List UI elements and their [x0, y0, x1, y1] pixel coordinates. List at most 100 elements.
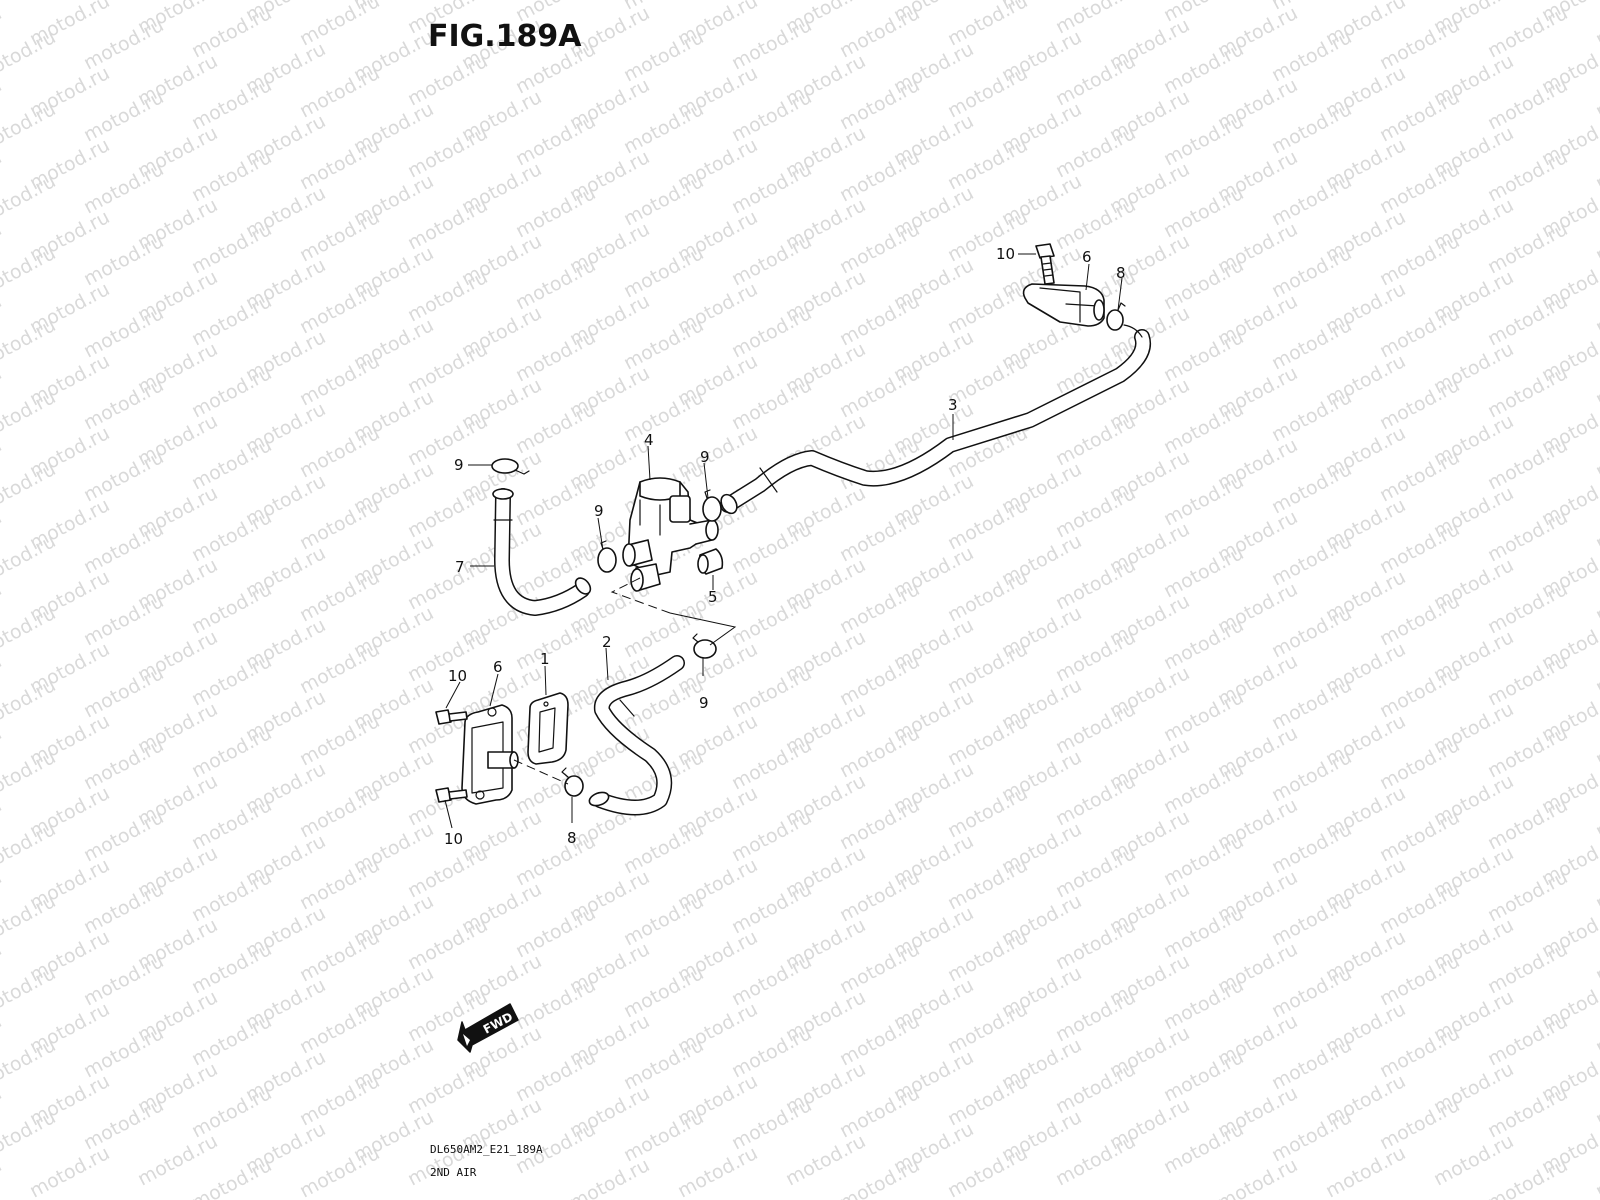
watermark-text: motod.ru: [1484, 1082, 1571, 1142]
part-3-hose[interactable]: [718, 324, 1151, 516]
watermark-text: motod.ru: [944, 854, 1031, 914]
watermark-text: motod.ru: [836, 362, 923, 422]
watermark-text: motod.ru: [836, 74, 923, 134]
callout-3: 3: [948, 396, 958, 414]
part-8-clamp-bottom[interactable]: [561, 767, 584, 797]
watermark-text: motod.ru: [836, 2, 923, 62]
watermark-text: motod.ru: [728, 590, 815, 650]
watermark-text: motod.ru: [1268, 1034, 1355, 1094]
callout-5: 5: [708, 588, 718, 606]
watermark-text: motod.ru: [728, 734, 815, 794]
watermark-text: motod.ru: [836, 866, 923, 926]
watermark-text: motod.ru: [1160, 110, 1247, 170]
watermark-text: motod.ru: [1052, 554, 1139, 614]
watermark-text: motod.ru: [1376, 1022, 1463, 1082]
watermark-text: motod.ru: [188, 146, 275, 206]
callout-10-top: 10: [996, 245, 1015, 263]
watermark-text: motod.ru: [1430, 1130, 1517, 1190]
watermark-text: motod.ru: [1484, 578, 1571, 638]
watermark-text: motod.ru: [728, 806, 815, 866]
part-4-valve[interactable]: [622, 477, 719, 592]
watermark-text: motod.ru: [1160, 758, 1247, 818]
part-9-clamp-valve-right[interactable]: [702, 489, 722, 522]
watermark-text: motod.ru: [1268, 386, 1355, 446]
watermark-text: motod.ru: [1214, 1154, 1301, 1200]
part-10-bolt-top[interactable]: [1035, 243, 1055, 285]
watermark-text: motod.ru: [1052, 698, 1139, 758]
watermark-text: motod.ru: [1160, 1046, 1247, 1106]
watermark-text: motod.ru: [512, 470, 599, 530]
watermark-text: motod.ru: [404, 194, 491, 254]
watermark-text: motod.ru: [512, 830, 599, 890]
watermark-text: motod.ru: [944, 998, 1031, 1058]
part-6-cover-top[interactable]: [1022, 283, 1105, 327]
watermark-text: motod.ru: [944, 62, 1031, 122]
watermark-text: motod.ru: [944, 134, 1031, 194]
watermark-text: motod.ru: [1376, 734, 1463, 794]
watermark-text: motod.ru: [1376, 158, 1463, 218]
part-9-clamp-bottom[interactable]: [692, 633, 717, 659]
watermark-text: motod.ru: [188, 938, 275, 998]
watermark-text: motod.ru: [1484, 650, 1571, 710]
watermark-text: motod.ru: [188, 1154, 275, 1200]
watermark-text: motod.ru: [1268, 458, 1355, 518]
watermark-text: motod.ru: [296, 1142, 383, 1200]
watermark-text: motod.ru: [80, 158, 167, 218]
watermark-text: motod.ru: [1268, 746, 1355, 806]
watermark-text: motod.ru: [80, 806, 167, 866]
watermark-text: motod.ru: [80, 86, 167, 146]
watermark-text: motod.ru: [512, 974, 599, 1034]
watermark-text: motod.ru: [1484, 290, 1571, 350]
watermark-text: motod.ru: [296, 350, 383, 410]
watermark-text: motod.ru: [1484, 1154, 1571, 1200]
part-10-bolt-upper-left[interactable]: [435, 709, 468, 725]
watermark-text: motod.ru: [188, 794, 275, 854]
watermark-text: motod.ru: [296, 134, 383, 194]
watermark-text: motod.ru: [1268, 530, 1355, 590]
watermark-text: motod.ru: [188, 1010, 275, 1070]
watermark-text: motod.ru: [188, 650, 275, 710]
watermark-text: motod.ru: [80, 446, 167, 506]
watermark-text: motod.ru: [1484, 722, 1571, 782]
watermark-text: motod.ru: [1160, 254, 1247, 314]
part-9-clamp-valve-left[interactable]: [597, 540, 617, 573]
callout-9-valve-left: 9: [594, 502, 604, 520]
watermark-text: motod.ru: [512, 614, 599, 674]
callout-7: 7: [455, 558, 465, 576]
connection-lines: [513, 577, 737, 785]
watermark-text: motod.ru: [26, 1142, 113, 1200]
callouts: 10 6 8 3 4 9 9 9 7 5 2 1 6 10 9 8 10: [444, 245, 1126, 848]
part-2-hose[interactable]: [588, 655, 685, 816]
watermark-text: motod.ru: [188, 2, 275, 62]
part-6-plate[interactable]: [461, 704, 519, 805]
watermark-text: motod.ru: [566, 1154, 653, 1200]
part-1-reed[interactable]: [527, 692, 569, 765]
watermark-text: motod.ru: [512, 182, 599, 242]
watermark-text: motod.ru: [1376, 662, 1463, 722]
watermark-text: motod.ru: [296, 998, 383, 1058]
watermark-text: motod.ru: [1160, 902, 1247, 962]
watermark-text: motod.ru: [296, 206, 383, 266]
watermark-text: motod.ru: [1052, 50, 1139, 110]
part-9-clamp-top-left[interactable]: [491, 458, 530, 475]
watermark-text: motod.ru: [728, 950, 815, 1010]
callout-6-bottom: 6: [493, 658, 503, 676]
watermark-text: motod.ru: [1376, 1094, 1463, 1154]
watermark-text: motod.ru: [1322, 1142, 1409, 1200]
part-8-clamp-top[interactable]: [1106, 302, 1126, 331]
watermark-text: motod.ru: [620, 98, 707, 158]
watermark-text: motod.ru: [1376, 518, 1463, 578]
watermark-text: motod.ru: [1376, 374, 1463, 434]
watermark-text: motod.ru: [404, 914, 491, 974]
part-10-bolt-lower-left[interactable]: [435, 787, 468, 803]
watermark-text: motod.ru: [836, 722, 923, 782]
watermark-text: motod.ru: [80, 518, 167, 578]
watermark-text: motod.ru: [1484, 794, 1571, 854]
watermark-text: motod.ru: [1160, 470, 1247, 530]
part-5-cap[interactable]: [697, 548, 724, 575]
watermark-text: motod.ru: [296, 926, 383, 986]
watermark-text: motod.ru: [0, 0, 59, 14]
watermark-text: motod.ru: [404, 50, 491, 110]
watermark-text: motod.ru: [188, 866, 275, 926]
part-7-hose[interactable]: [492, 488, 593, 616]
